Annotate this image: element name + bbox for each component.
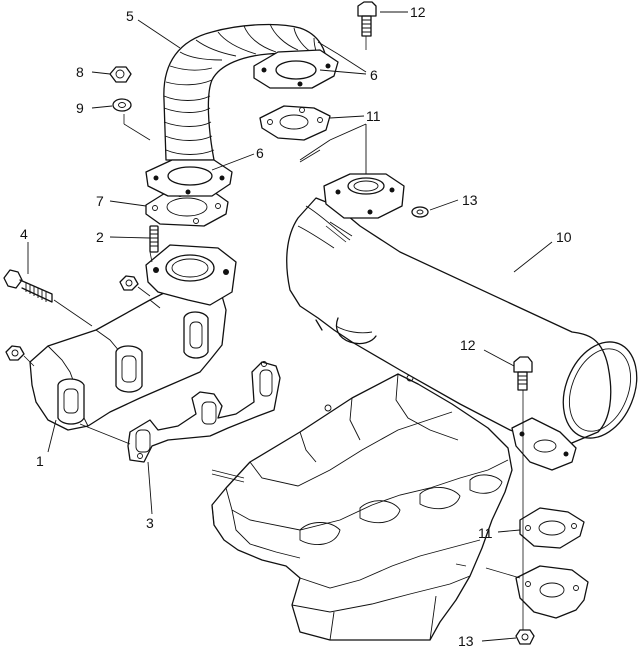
callout-8: 8 — [76, 64, 84, 80]
callout-11-bottom: 11 — [478, 525, 493, 541]
nut-13-bottom — [515, 629, 535, 645]
washer-13-top — [411, 206, 429, 218]
gasket-11-upper — [259, 105, 331, 141]
callout-13-bottom: 13 — [458, 633, 474, 649]
assembly-guide-lines — [79, 36, 524, 630]
bolt-12-bottom — [513, 356, 533, 391]
cylinder-head — [211, 373, 513, 641]
stud-2 — [149, 225, 159, 253]
callout-12-top: 12 — [410, 4, 426, 20]
callout-1: 1 — [36, 453, 44, 469]
callout-labels: 1 2 3 4 5 6 6 7 8 9 10 11 11 12 12 13 13 — [20, 4, 572, 649]
mount-bracket-lower — [515, 565, 589, 619]
callout-3: 3 — [146, 515, 154, 531]
callout-11-top: 11 — [366, 108, 381, 124]
washer-9 — [112, 98, 132, 112]
exhaust-manifold — [5, 244, 237, 431]
muffler — [286, 173, 638, 471]
nut-8 — [109, 66, 132, 83]
manifold-gasket — [127, 361, 281, 463]
callout-6-top: 6 — [370, 67, 378, 83]
bolt-4 — [3, 269, 93, 327]
bolt-12-top — [357, 1, 377, 37]
callout-2: 2 — [96, 229, 104, 245]
callout-12-bottom: 12 — [460, 337, 476, 353]
callout-6-middle: 6 — [256, 145, 264, 161]
callout-7: 7 — [96, 193, 104, 209]
leader-lines — [27, 11, 553, 642]
hardware-guide-line — [123, 123, 151, 141]
gasket-11-lower — [519, 507, 585, 549]
callout-4: 4 — [20, 226, 28, 242]
flexible-exhaust-pipe — [145, 23, 339, 197]
callout-9: 9 — [76, 100, 84, 116]
nut-small — [119, 275, 151, 297]
callout-5: 5 — [126, 8, 134, 24]
callout-13-top: 13 — [462, 192, 478, 208]
callout-10: 10 — [556, 229, 572, 245]
